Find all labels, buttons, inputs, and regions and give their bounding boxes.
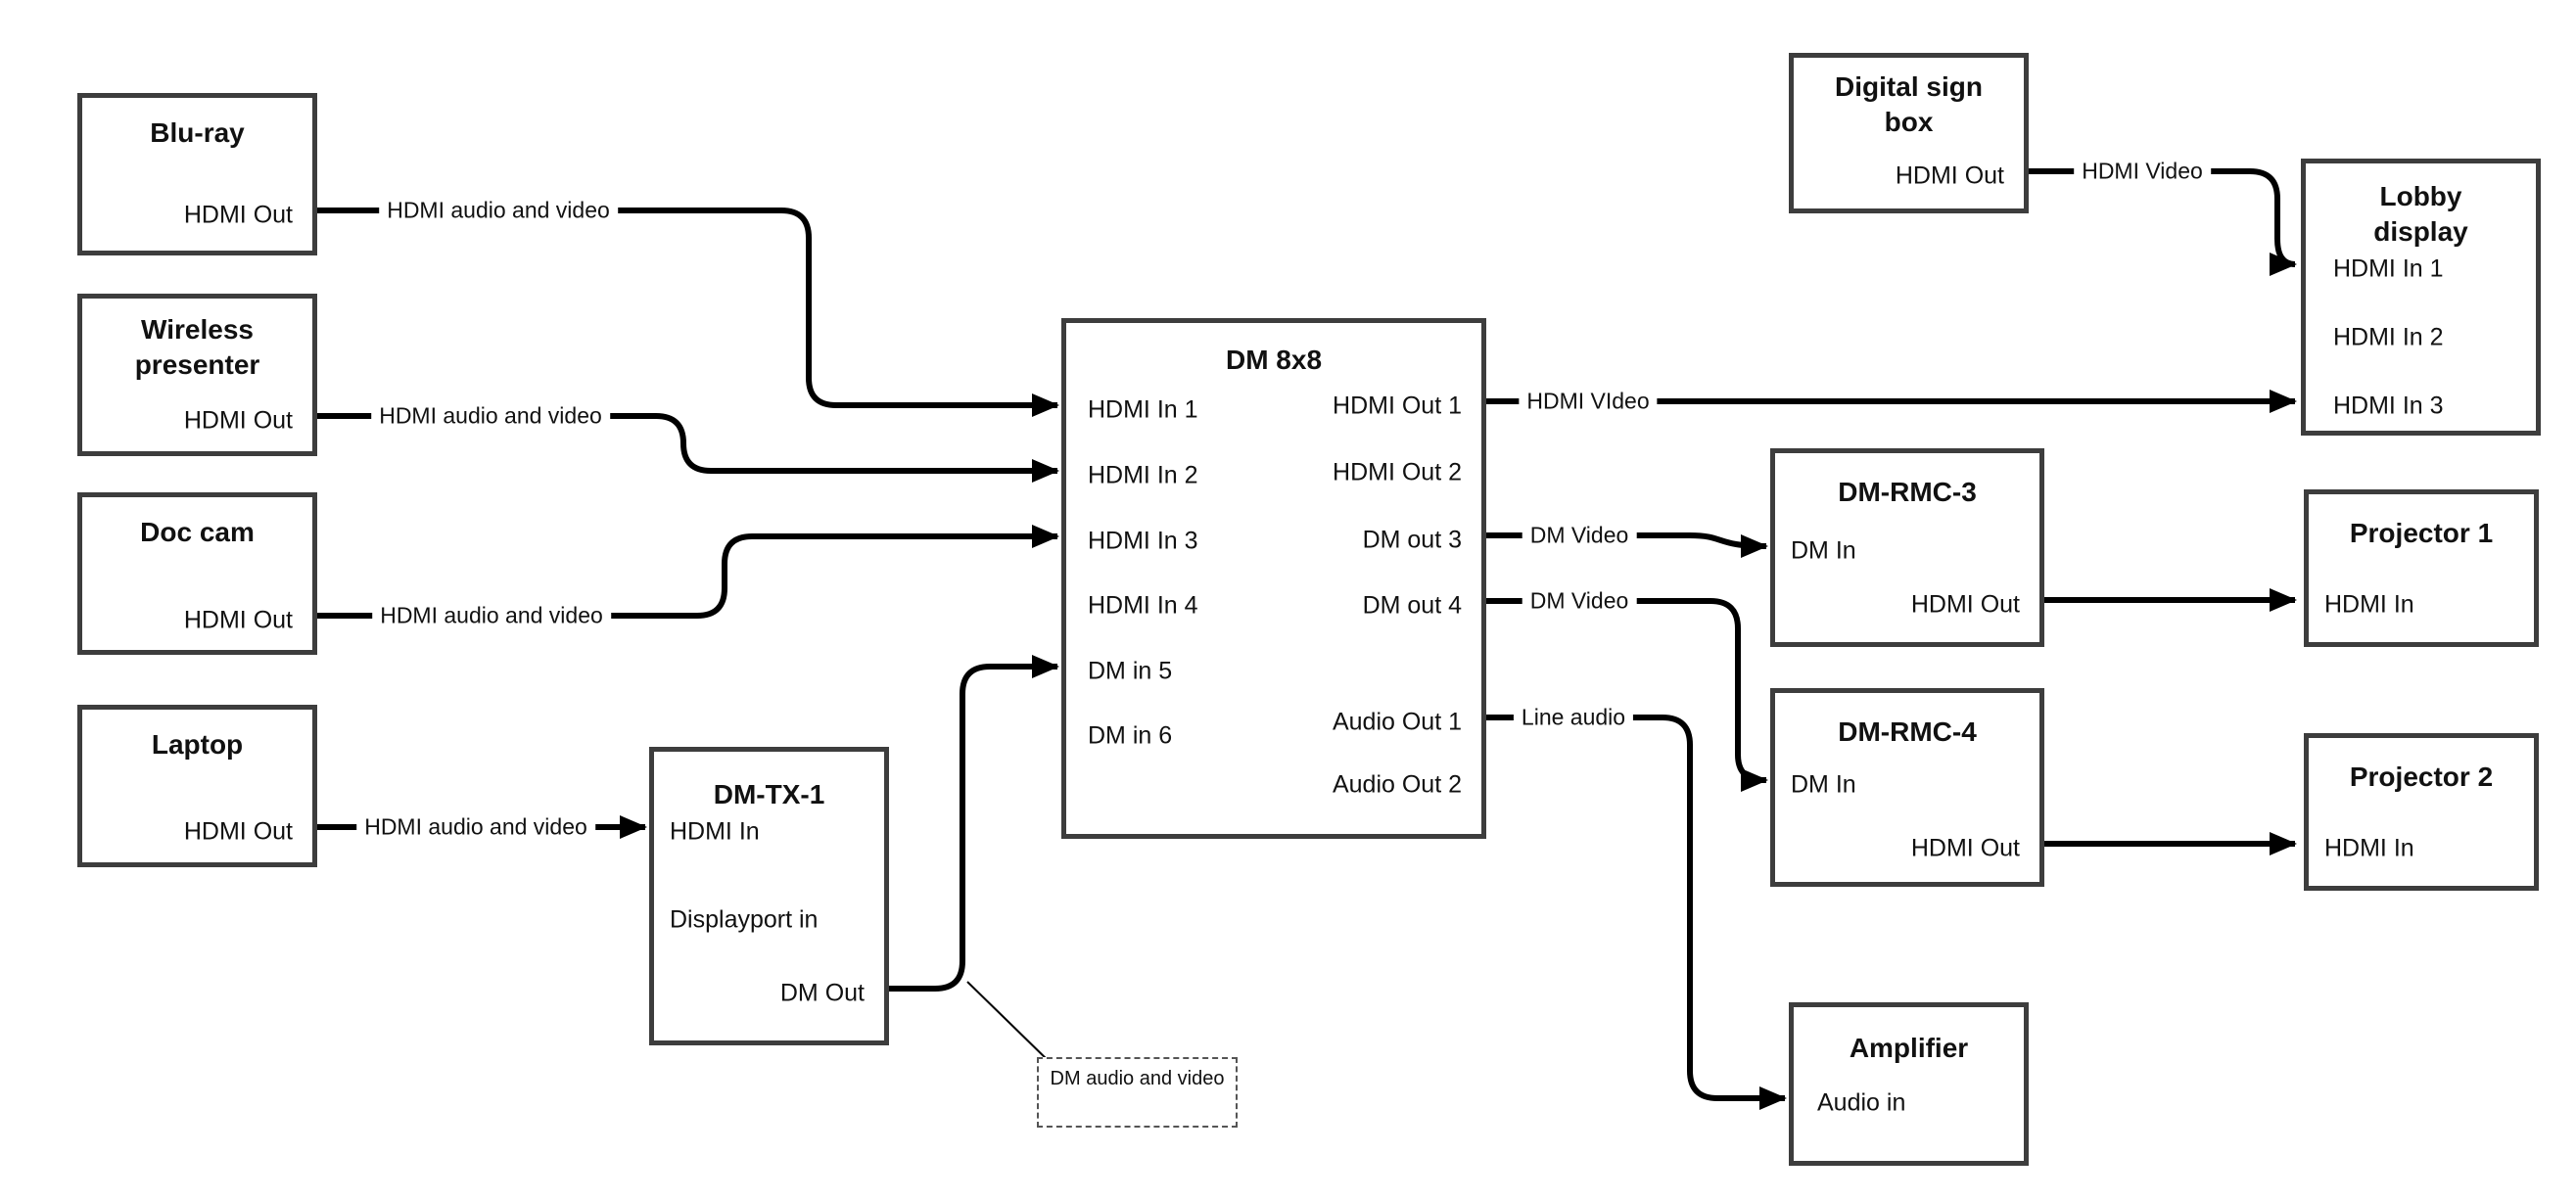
wireless-port-hdmi-out: HDMI Out — [183, 406, 293, 435]
dmtx1-port-displayport-in: Displayport in — [670, 905, 819, 934]
dmtx1-title: DM-TX-1 — [713, 779, 825, 809]
wire-audioout1-to-amplifier — [1486, 715, 1787, 1110]
proj1-title: Projector 1 — [2349, 518, 2494, 548]
node-wireless-presenter: Wireless presenter HDMI Out — [77, 294, 317, 456]
connection-label-line-audio: Line audio — [1513, 704, 1634, 731]
connection-label-doccam: HDMI audio and video — [372, 602, 611, 629]
connection-label-bluray: HDMI audio and video — [379, 197, 618, 224]
connection-label-wireless: HDMI audio and video — [371, 402, 610, 430]
dm8x8-port-dm-in-5: DM in 5 — [1088, 657, 1173, 685]
node-projector-1: Projector 1 HDMI In — [2304, 489, 2539, 647]
dmtx1-port-hdmi-in: HDMI In — [670, 817, 760, 846]
node-laptop: Laptop HDMI Out — [77, 705, 317, 867]
doccam-port-hdmi-out: HDMI Out — [183, 606, 293, 634]
lobby-port-hdmi-in-1: HDMI In 1 — [2333, 254, 2444, 283]
dmrmc4-port-hdmi-out: HDMI Out — [1910, 834, 2020, 862]
node-digital-sign-box: Digital sign box HDMI Out — [1789, 53, 2029, 213]
laptop-port-hdmi-out: HDMI Out — [183, 817, 293, 846]
wireless-title: Wireless presenter — [134, 314, 260, 380]
dm8x8-port-hdmi-in-1: HDMI In 1 — [1088, 395, 1198, 424]
dm8x8-port-hdmi-in-2: HDMI In 2 — [1088, 461, 1198, 489]
node-amplifier: Amplifier Audio in — [1789, 1002, 2029, 1166]
lobby-title: Lobby display — [2373, 181, 2468, 247]
dm8x8-port-hdmi-out-2: HDMI Out 2 — [1333, 458, 1462, 486]
dm8x8-port-dm-in-6: DM in 6 — [1088, 721, 1173, 750]
connection-label-hdmi-video-out1: HDMI VIdeo — [1519, 388, 1658, 415]
dmrmc4-title: DM-RMC-4 — [1838, 716, 1977, 747]
doccam-title: Doc cam — [140, 517, 255, 547]
bluray-port-hdmi-out: HDMI Out — [183, 201, 293, 229]
amplifier-title: Amplifier — [1849, 1033, 1969, 1063]
node-dm-tx-1: DM-TX-1 HDMI In Displayport in DM Out — [649, 747, 889, 1045]
dm8x8-port-audio-out-2: Audio Out 2 — [1332, 770, 1462, 799]
node-lobby-display: Lobby display HDMI In 1 HDMI In 2 HDMI I… — [2301, 159, 2541, 436]
connection-label-dm-video-out4: DM Video — [1522, 587, 1637, 615]
proj1-port-hdmi-in: HDMI In — [2324, 590, 2414, 619]
digitalsign-port-hdmi-out: HDMI Out — [1895, 162, 2004, 190]
digitalsign-title: Digital sign box — [1835, 71, 1983, 137]
dmrmc3-title: DM-RMC-3 — [1838, 477, 1977, 507]
proj2-port-hdmi-in: HDMI In — [2324, 834, 2414, 862]
dmrmc3-port-dm-in: DM In — [1791, 536, 1856, 565]
lobby-port-hdmi-in-3: HDMI In 3 — [2333, 392, 2444, 420]
dm8x8-port-dm-out-3: DM out 3 — [1362, 526, 1462, 554]
wire-doccam-to-dm8x8 — [317, 525, 1059, 619]
amplifier-port-audio-in: Audio in — [1817, 1088, 1906, 1117]
connection-label-sign-hdmi-video: HDMI Video — [2074, 158, 2211, 185]
dm8x8-title: DM 8x8 — [1225, 345, 1323, 375]
proj2-title: Projector 2 — [2349, 762, 2494, 792]
connection-label-laptop: HDMI audio and video — [356, 813, 595, 841]
wire-dmout3-to-dmrmc3 — [1486, 532, 1768, 558]
node-doc-cam: Doc cam HDMI Out — [77, 492, 317, 655]
dmrmc3-port-hdmi-out: HDMI Out — [1910, 590, 2020, 619]
wire-dmtx1-to-dm8x8 — [889, 655, 1059, 992]
dm8x8-port-hdmi-out-1: HDMI Out 1 — [1333, 392, 1462, 420]
node-dm-rmc-3: DM-RMC-3 DM In HDMI Out — [1770, 448, 2044, 647]
dm8x8-port-dm-out-4: DM out 4 — [1362, 591, 1462, 620]
bluray-title: Blu-ray — [150, 117, 245, 148]
node-projector-2: Projector 2 HDMI In — [2304, 733, 2539, 891]
node-dm-8x8: DM 8x8 HDMI In 1 HDMI In 2 HDMI In 3 HDM… — [1061, 318, 1486, 839]
dm8x8-port-hdmi-in-4: HDMI In 4 — [1088, 591, 1198, 620]
wire-dmout4-to-dmrmc4 — [1486, 598, 1768, 792]
wire-bluray-to-dm8x8 — [317, 208, 1059, 417]
dmrmc4-port-dm-in: DM In — [1791, 770, 1856, 799]
wire-wireless-to-dm8x8 — [317, 413, 1059, 483]
dm8x8-port-audio-out-1: Audio Out 1 — [1332, 708, 1462, 736]
laptop-title: Laptop — [151, 729, 244, 760]
node-dm-rmc-4: DM-RMC-4 DM In HDMI Out — [1770, 688, 2044, 887]
wire-digitalsign-to-lobby — [2028, 168, 2297, 276]
annotation-leader-line — [966, 981, 1051, 1063]
connection-label-dm-video-out3: DM Video — [1522, 522, 1637, 549]
dm8x8-port-hdmi-in-3: HDMI In 3 — [1088, 527, 1198, 555]
dmtx1-port-dm-out: DM Out — [779, 979, 865, 1007]
node-bluray: Blu-ray HDMI Out — [77, 93, 317, 255]
lobby-port-hdmi-in-2: HDMI In 2 — [2333, 323, 2444, 351]
annotation-dm-audio-video: DM audio and video — [1037, 1057, 1238, 1128]
